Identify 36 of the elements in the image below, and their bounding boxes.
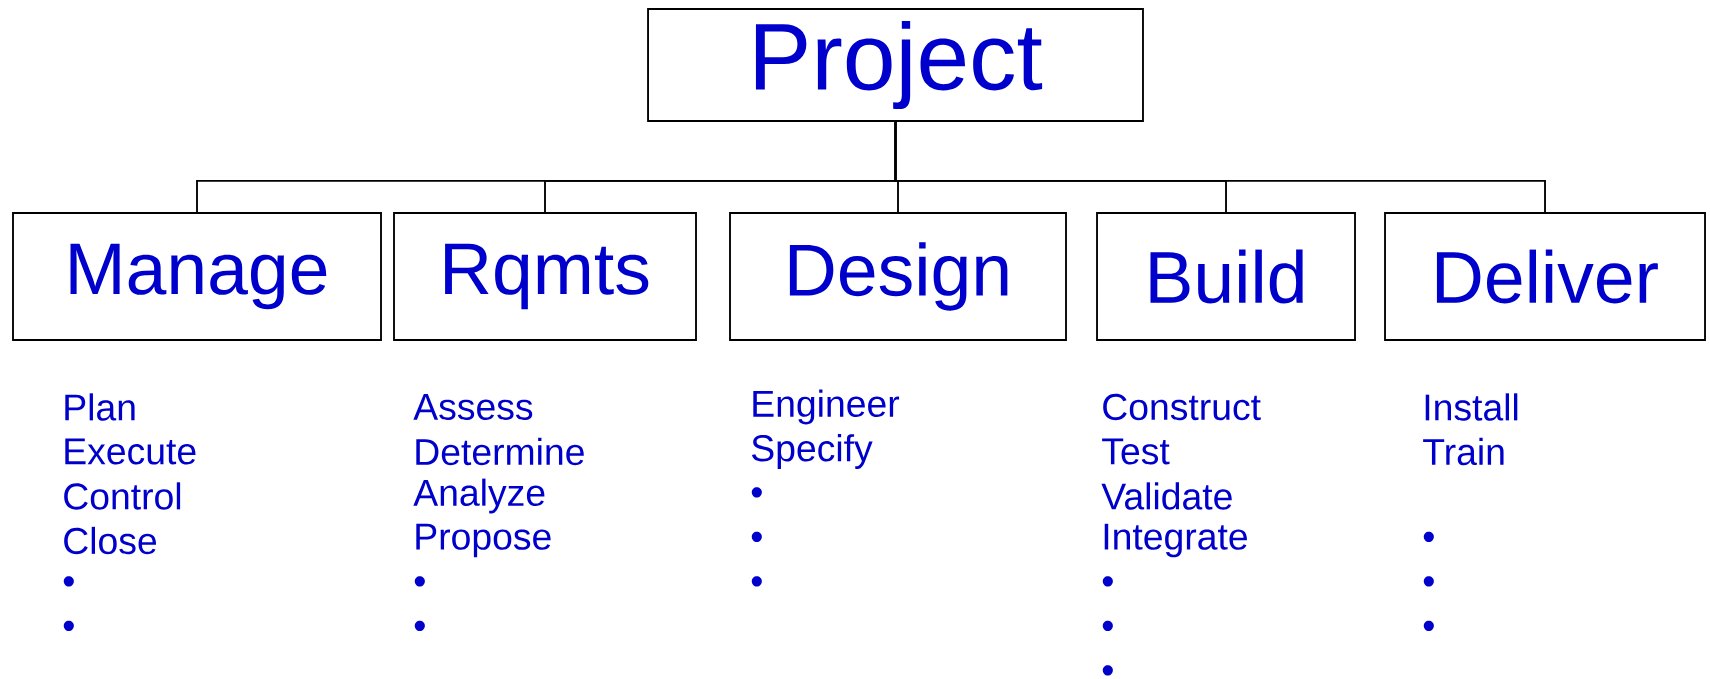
- root-box: Project: [647, 8, 1144, 122]
- list-item: •: [1423, 531, 1434, 542]
- category-box: Rqmts: [393, 212, 697, 341]
- category-box: Build: [1096, 212, 1356, 341]
- list-item: •: [1102, 665, 1113, 676]
- list-item: Test: [1102, 438, 1170, 465]
- connector-line: [894, 121, 1546, 214]
- list-item: Analyze: [413, 478, 545, 514]
- list-item: Specify: [751, 434, 873, 469]
- list-item: Train: [1423, 437, 1504, 466]
- list-item: •: [414, 620, 425, 631]
- list-item: Determine: [416, 437, 584, 466]
- list-item: Control: [64, 482, 181, 510]
- list-item: Close: [64, 526, 157, 555]
- list-item: Execute: [65, 438, 196, 465]
- list-item: •: [1423, 620, 1434, 631]
- list-item: Validate: [1101, 482, 1232, 510]
- list-item: •: [1423, 576, 1434, 587]
- category-box: Manage: [12, 212, 382, 341]
- list-item: •: [63, 576, 74, 587]
- list-item: •: [414, 576, 425, 587]
- list-item: •: [751, 576, 762, 587]
- category-box: Deliver: [1384, 212, 1706, 341]
- list-item: Engineer: [753, 389, 900, 425]
- list-item: •: [1102, 576, 1113, 587]
- list-item: •: [63, 620, 74, 631]
- category-box: Design: [729, 212, 1067, 341]
- list-item: Plan: [65, 393, 135, 421]
- list-item: •: [1102, 620, 1113, 631]
- list-item: Assess: [413, 394, 533, 420]
- list-item: Propose: [416, 523, 551, 558]
- list-item: •: [751, 487, 762, 498]
- list-item: •: [751, 531, 762, 542]
- list-item: Install: [1425, 393, 1518, 421]
- list-item: Construct: [1103, 393, 1261, 421]
- list-item: Integrate: [1104, 523, 1247, 558]
